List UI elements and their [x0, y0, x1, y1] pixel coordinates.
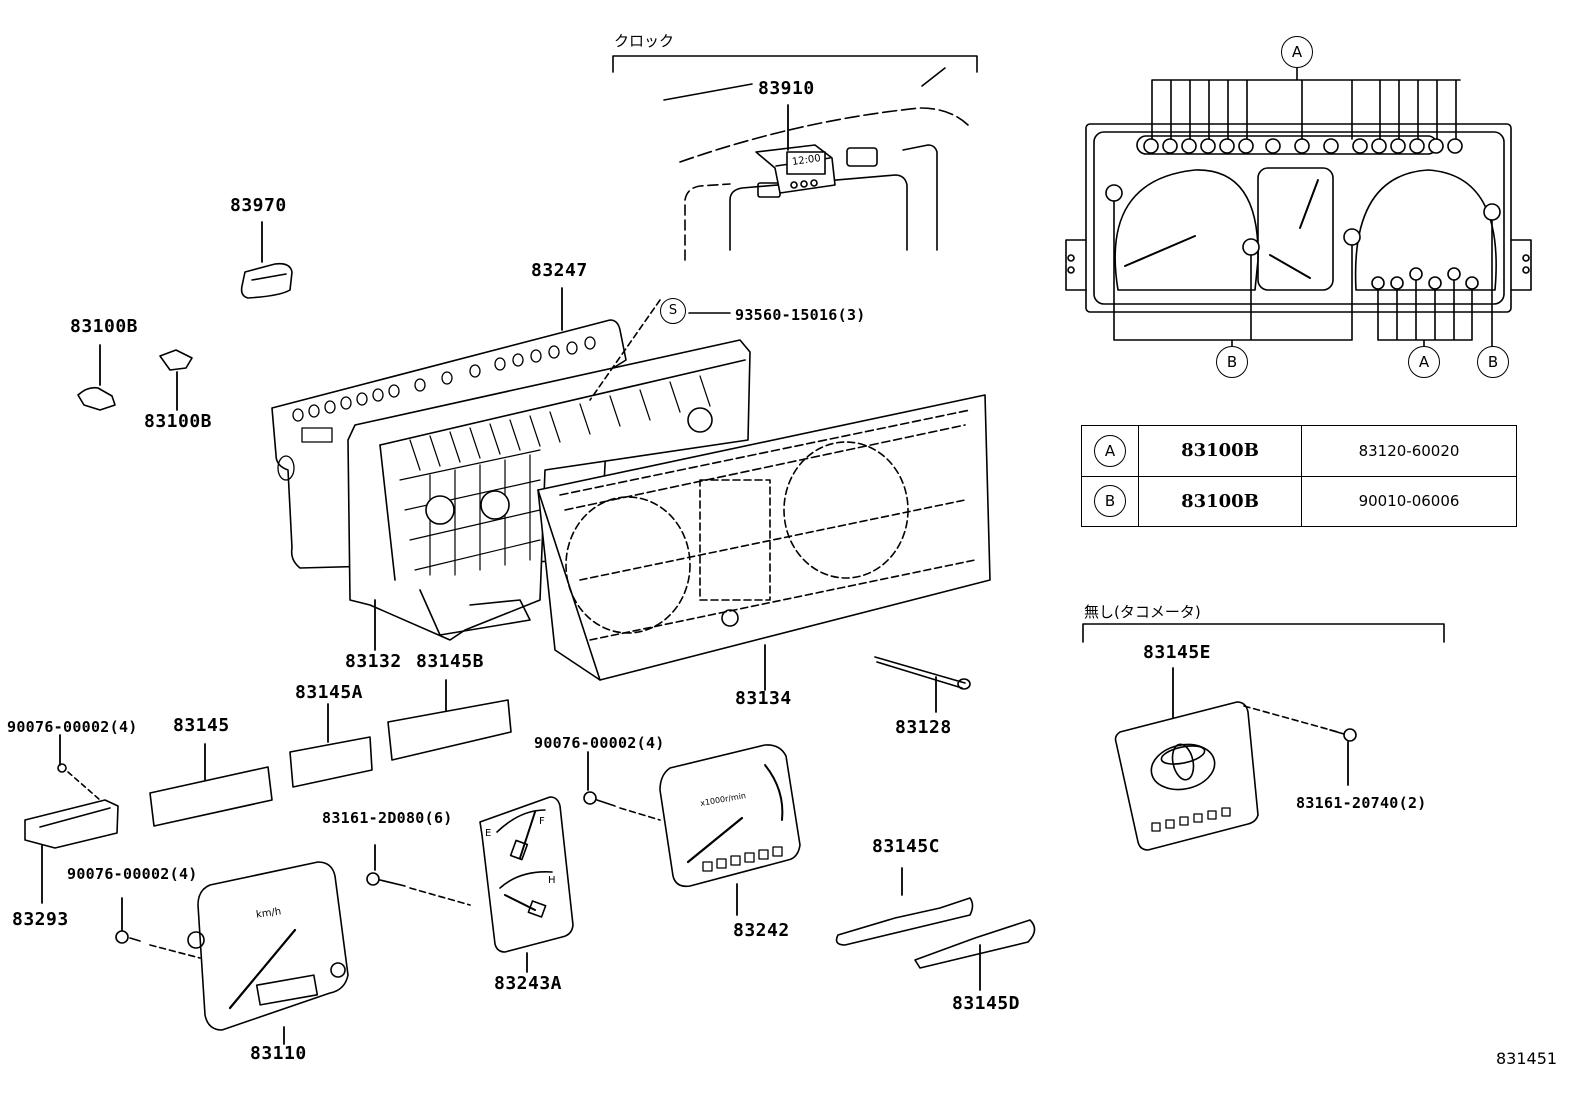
label-83247[interactable]: 83247	[531, 260, 588, 281]
callout-a-bottom: A	[1408, 346, 1440, 378]
callout-b-right: B	[1477, 346, 1509, 378]
legend-row: B 83100B 90010-06006	[1081, 475, 1517, 527]
part-83145-plate	[149, 743, 273, 827]
part-83132-case	[347, 339, 751, 651]
no-tacho-group-label: 無し(タコメータ)	[1084, 603, 1201, 621]
part-83128-shaft	[874, 656, 971, 713]
figure-id: 831451	[1496, 1049, 1558, 1068]
label-83970[interactable]: 83970	[230, 195, 287, 216]
temp-hot-mark: H	[548, 875, 556, 886]
part-83970	[240, 221, 293, 299]
legend-ref[interactable]: 83100B	[1138, 425, 1302, 477]
part-83145e-plate	[1114, 667, 1357, 851]
label-83242[interactable]: 83242	[733, 920, 790, 941]
label-83132[interactable]: 83132	[345, 651, 402, 672]
label-83145[interactable]: 83145	[173, 715, 230, 736]
part-83145b-plate	[387, 679, 512, 761]
label-93560-15016[interactable]: 93560-15016(3)	[735, 306, 866, 324]
part-83134-hood	[537, 394, 991, 691]
legend-part-number[interactable]: 90010-06006	[1301, 475, 1517, 527]
part-83145c-strip	[835, 867, 974, 946]
label-83161-2d080[interactable]: 83161-2D080(6)	[322, 809, 453, 827]
part-83242-tachometer	[583, 744, 801, 916]
clock-group-bracket	[612, 55, 978, 73]
part-83110-speedometer	[115, 861, 349, 1045]
part-83100b-left	[77, 344, 116, 411]
part-83243a-fuel-temp	[366, 796, 574, 973]
no-tacho-group-bracket	[1082, 623, 1445, 643]
label-83134[interactable]: 83134	[735, 688, 792, 709]
part-83145d-strip	[914, 919, 1036, 991]
part-83145a-plate	[289, 703, 373, 788]
callout-b-left: B	[1216, 346, 1248, 378]
label-83100b-right[interactable]: 83100B	[144, 411, 213, 432]
callout-a-top: A	[1281, 36, 1313, 68]
clock-83910	[755, 104, 836, 194]
label-83145e[interactable]: 83145E	[1143, 642, 1212, 663]
legend-ref[interactable]: 83100B	[1138, 475, 1302, 527]
clock-group-label: クロック	[614, 32, 675, 50]
label-83100b-left[interactable]: 83100B	[70, 316, 139, 337]
label-83243a[interactable]: 83243A	[494, 973, 563, 994]
bulb-location-diagram	[1065, 65, 1532, 347]
label-83110[interactable]: 83110	[250, 1043, 307, 1064]
label-83145d[interactable]: 83145D	[952, 993, 1021, 1014]
label-83293[interactable]: 83293	[12, 909, 69, 930]
label-83910[interactable]: 83910	[758, 78, 815, 99]
label-83145a[interactable]: 83145A	[295, 682, 364, 703]
bulb-legend-table: A 83100B 83120-60020 B 83100B 90010-0600…	[1081, 425, 1517, 527]
label-90076-00002-left-bottom[interactable]: 90076-00002(4)	[67, 865, 198, 883]
legend-symbol-b: B	[1094, 485, 1126, 518]
fuel-full-mark: F	[539, 816, 545, 827]
legend-symbol-a: A	[1094, 434, 1126, 467]
legend-row: A 83100B 83120-60020	[1081, 425, 1517, 477]
label-83145c[interactable]: 83145C	[872, 836, 941, 857]
screw-s-leader	[589, 299, 731, 401]
label-90076-00002-left-top[interactable]: 90076-00002(4)	[7, 718, 138, 736]
label-83128[interactable]: 83128	[895, 717, 952, 738]
legend-part-number[interactable]: 83120-60020	[1301, 425, 1517, 477]
screw-s-symbol: S	[660, 298, 686, 324]
fuel-empty-mark: E	[485, 828, 492, 839]
label-83161-20740[interactable]: 83161-20740(2)	[1296, 794, 1427, 812]
part-83100b-right	[159, 349, 193, 411]
label-83145b[interactable]: 83145B	[416, 651, 485, 672]
part-83293-holder	[24, 734, 119, 904]
label-90076-00002-tacho[interactable]: 90076-00002(4)	[534, 734, 665, 752]
